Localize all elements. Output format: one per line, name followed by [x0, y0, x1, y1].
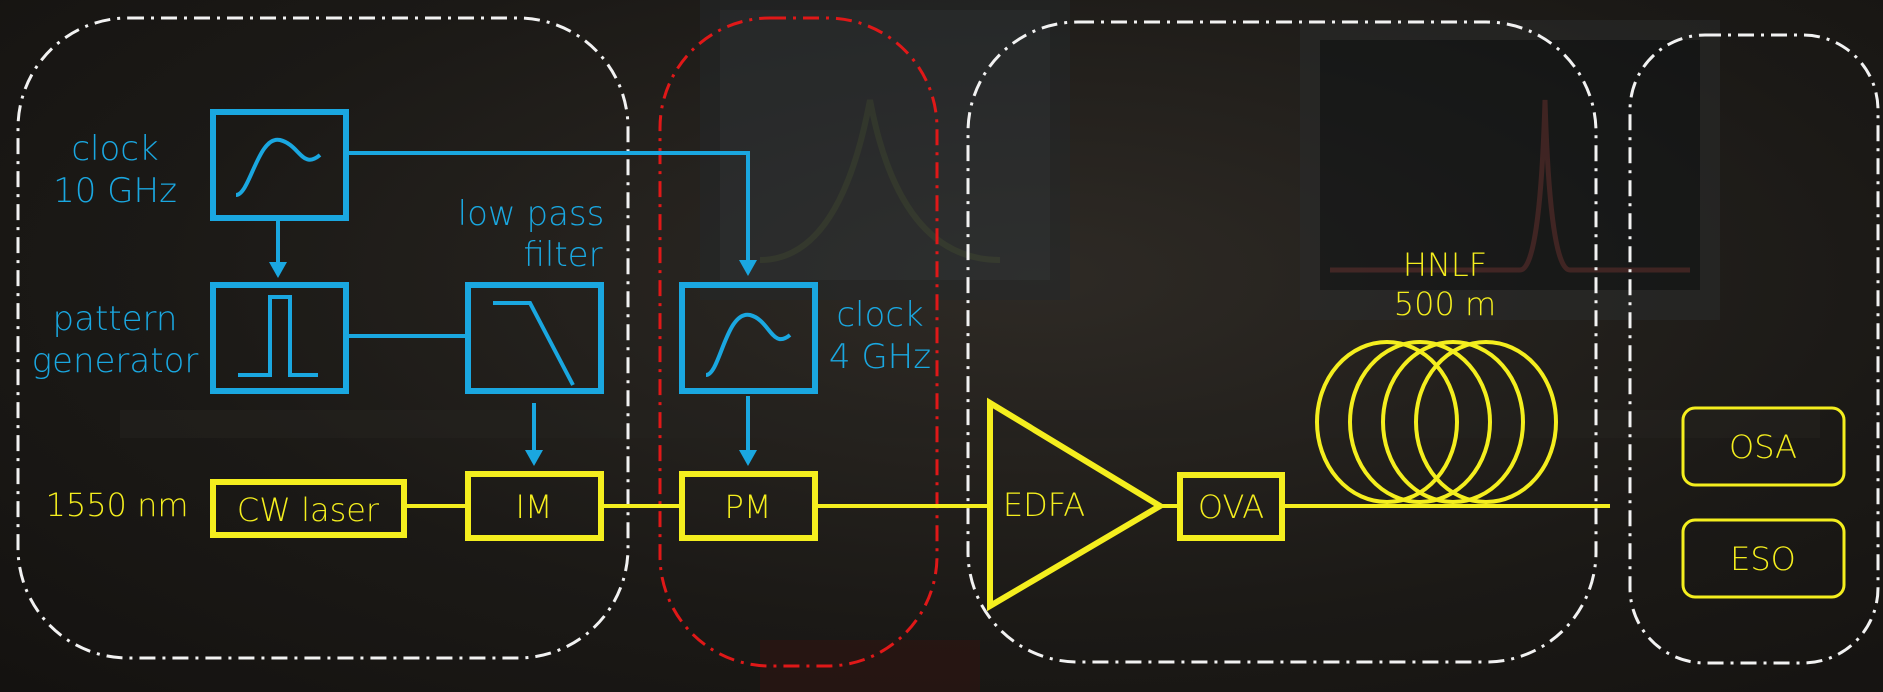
clock-4ghz-label-line2: 4 GHz	[829, 337, 931, 377]
lowpass-icon	[493, 303, 573, 385]
clock-10ghz-label-line1: clock	[71, 129, 158, 169]
clock-10ghz-block	[213, 112, 346, 218]
arrowhead-pattern	[269, 262, 287, 278]
pattern-generator-label-line1: pattern	[53, 299, 178, 339]
low-pass-filter-label-line2: filter	[523, 235, 602, 275]
pattern-generator-label-line2: generator	[32, 341, 199, 381]
arrowhead-pm	[739, 450, 757, 466]
cw-laser-label: CW laser	[237, 491, 380, 529]
sine-wave-icon	[706, 315, 790, 375]
sine-wave-icon	[236, 140, 320, 195]
eso-label: ESO	[1730, 540, 1796, 578]
edfa-label: EDFA	[1003, 486, 1085, 524]
im-label: IM	[515, 488, 552, 526]
clock-4ghz-label-line1: clock	[836, 295, 923, 335]
clock-10ghz-label-line2: 10 GHz	[53, 171, 177, 211]
hnlf-label-line2: 500 m	[1394, 285, 1496, 323]
low-pass-filter-block	[468, 285, 601, 391]
pulse-icon	[238, 297, 318, 375]
arrowhead-im	[525, 450, 543, 466]
pm-label: PM	[725, 488, 772, 526]
hnlf-label-line1: HNLF	[1403, 246, 1487, 284]
clock-4ghz-block	[682, 285, 815, 391]
background-scene	[120, 0, 1820, 692]
low-pass-filter-label-line1: low pass	[458, 194, 605, 234]
ova-label: OVA	[1198, 488, 1264, 526]
osa-label: OSA	[1729, 428, 1797, 466]
wavelength-label: 1550 nm	[45, 486, 188, 524]
pattern-generator-block	[213, 285, 346, 391]
